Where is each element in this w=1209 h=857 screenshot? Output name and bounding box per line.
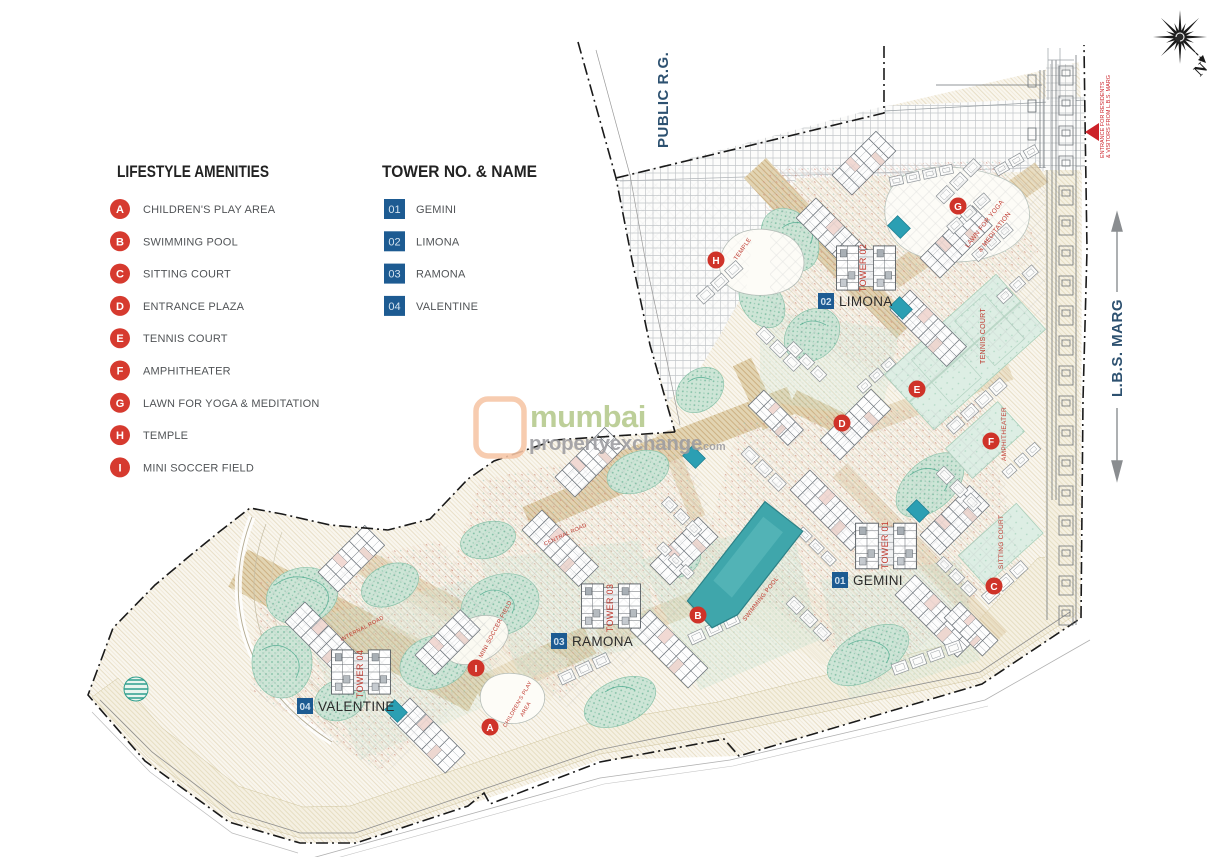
svg-text:TOWER 01: TOWER 01: [880, 521, 890, 569]
svg-text:I: I: [475, 664, 478, 675]
svg-text:TEMPLE: TEMPLE: [143, 430, 188, 442]
svg-text:C: C: [990, 582, 997, 593]
svg-text:ENTRANCE FOR RESIDENTS: ENTRANCE FOR RESIDENTS: [1100, 81, 1106, 158]
svg-text:B: B: [116, 236, 124, 248]
svg-text:04: 04: [299, 702, 311, 713]
svg-text:01: 01: [388, 204, 400, 216]
svg-text:04: 04: [388, 301, 400, 313]
svg-text:PUBLIC R.G.: PUBLIC R.G.: [655, 52, 672, 148]
svg-text:D: D: [838, 419, 845, 430]
svg-text:SWIMMING POOL: SWIMMING POOL: [143, 236, 238, 248]
svg-text:D: D: [116, 301, 124, 313]
svg-text:C: C: [116, 269, 124, 281]
svg-text:propertyexchange: propertyexchange: [529, 432, 702, 455]
svg-text:SITTING COURT: SITTING COURT: [998, 515, 1005, 569]
svg-text:E: E: [914, 385, 921, 396]
svg-text:N: N: [1191, 59, 1209, 80]
svg-text:01: 01: [834, 576, 846, 587]
svg-text:SITTING COURT: SITTING COURT: [143, 269, 231, 281]
svg-text:TENNIS COURT: TENNIS COURT: [143, 333, 228, 345]
svg-text:I: I: [118, 462, 121, 474]
svg-text:TOWER 02: TOWER 02: [858, 244, 868, 292]
svg-text:LIFESTYLE AMENITIES: LIFESTYLE AMENITIES: [117, 162, 269, 181]
svg-text:GEMINI: GEMINI: [416, 204, 456, 216]
svg-text:E: E: [116, 333, 123, 345]
svg-text:CHILDREN'S PLAY AREA: CHILDREN'S PLAY AREA: [143, 204, 276, 216]
svg-text:AMPHITHEATER: AMPHITHEATER: [143, 366, 231, 378]
svg-text:03: 03: [553, 637, 565, 648]
svg-text:VALENTINE: VALENTINE: [416, 301, 478, 313]
svg-text:MINI SOCCER FIELD: MINI SOCCER FIELD: [143, 462, 254, 474]
svg-text:LAWN FOR YOGA & MEDITATION: LAWN FOR YOGA & MEDITATION: [143, 398, 320, 410]
svg-text:F: F: [117, 366, 124, 378]
svg-text:RAMONA: RAMONA: [572, 634, 633, 649]
svg-text:G: G: [116, 398, 125, 410]
svg-text:F: F: [988, 437, 994, 448]
svg-text:B: B: [694, 611, 701, 622]
svg-text:TOWER NO. & NAME: TOWER NO. & NAME: [382, 162, 537, 181]
svg-text:02: 02: [388, 236, 400, 248]
svg-text:TOWER 04: TOWER 04: [355, 650, 365, 698]
svg-text:H: H: [116, 430, 124, 442]
svg-text:LIMONA: LIMONA: [839, 294, 893, 309]
svg-text:& VISITORS FROM L.B.S. MARG: & VISITORS FROM L.B.S. MARG: [1106, 75, 1112, 158]
svg-text:LIMONA: LIMONA: [416, 236, 460, 248]
svg-text:A: A: [486, 723, 493, 734]
svg-text:TENNIS COURT: TENNIS COURT: [980, 308, 987, 364]
svg-text:A: A: [116, 204, 124, 216]
svg-text:03: 03: [388, 269, 400, 281]
svg-text:GEMINI: GEMINI: [853, 573, 903, 588]
svg-text:02: 02: [820, 297, 832, 308]
svg-text:L.B.S. MARG: L.B.S. MARG: [1109, 299, 1126, 397]
svg-text:VALENTINE: VALENTINE: [318, 699, 395, 714]
svg-text:ENTRANCE PLAZA: ENTRANCE PLAZA: [143, 301, 245, 313]
svg-text:H: H: [712, 256, 719, 267]
svg-text:G: G: [954, 202, 962, 213]
svg-text:RAMONA: RAMONA: [416, 269, 466, 281]
svg-text:.com: .com: [700, 441, 726, 453]
svg-text:AMPHITHEATER: AMPHITHEATER: [1001, 407, 1008, 461]
svg-text:mumbai: mumbai: [530, 399, 646, 434]
svg-text:TOWER 03: TOWER 03: [605, 584, 615, 632]
